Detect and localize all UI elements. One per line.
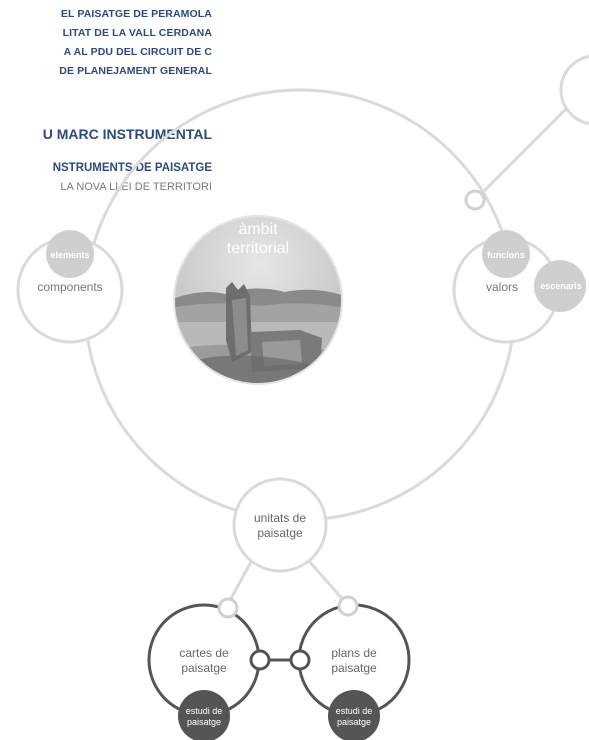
offscreen-node	[559, 55, 589, 125]
subsection-title: NSTRUMENTS DE PAISATGE	[52, 162, 212, 174]
header-line-4: DE PLANEJAMENT GENERAL	[59, 65, 212, 77]
connector-right	[306, 559, 348, 604]
elements-label: elements	[50, 250, 89, 260]
unitats-label-line2: paisatge	[257, 526, 303, 540]
header-line-1: EL PAISATGE DE PERAMOLA	[60, 8, 212, 20]
cartes-label-line2: paisatge	[181, 661, 227, 675]
cartes-top-node	[217, 597, 239, 619]
ambit-label-line1: àmbit	[238, 221, 278, 238]
estudi-right-line1: estudi de	[336, 706, 373, 716]
header-line-2: LITAT DE LA VALL CERDANA	[62, 27, 212, 39]
cartes-label-line1: cartes de	[179, 646, 229, 660]
escenaris-label: escenaris	[540, 281, 582, 291]
link-node-left	[249, 649, 271, 671]
ambit-territorial-photo: àmbit territorial	[173, 215, 343, 385]
estudi-left-line1: estudi de	[186, 706, 223, 716]
plans-label-line2: paisatge	[331, 661, 377, 675]
section-title: U MARC INSTRUMENTAL	[42, 126, 212, 142]
ambit-label-line2: territorial	[227, 240, 289, 257]
funcions-circle	[482, 230, 530, 278]
connector-left	[226, 559, 254, 605]
estudi-right-circle	[328, 690, 380, 740]
funcions-label: funcions	[487, 250, 525, 260]
components-label: components	[37, 280, 102, 294]
subsection-note: LA NOVA LLEI DE TERRITORI	[60, 181, 212, 193]
junction-node	[464, 189, 486, 211]
estudi-left-circle	[178, 690, 230, 740]
elements-circle	[46, 230, 94, 278]
link-node-right	[289, 649, 311, 671]
plans-label-line1: plans de	[331, 646, 377, 660]
estudi-right-line2: paisatge	[337, 717, 371, 727]
estudi-left-line2: paisatge	[187, 717, 221, 727]
unitats-label-line1: unitats de	[254, 511, 306, 525]
unitats-circle	[232, 477, 328, 573]
valors-label: valors	[486, 280, 518, 294]
escenaris-circle	[534, 260, 586, 312]
plans-top-node	[337, 595, 359, 617]
header-line-3: A AL PDU DEL CIRCUIT DE C	[63, 46, 212, 58]
